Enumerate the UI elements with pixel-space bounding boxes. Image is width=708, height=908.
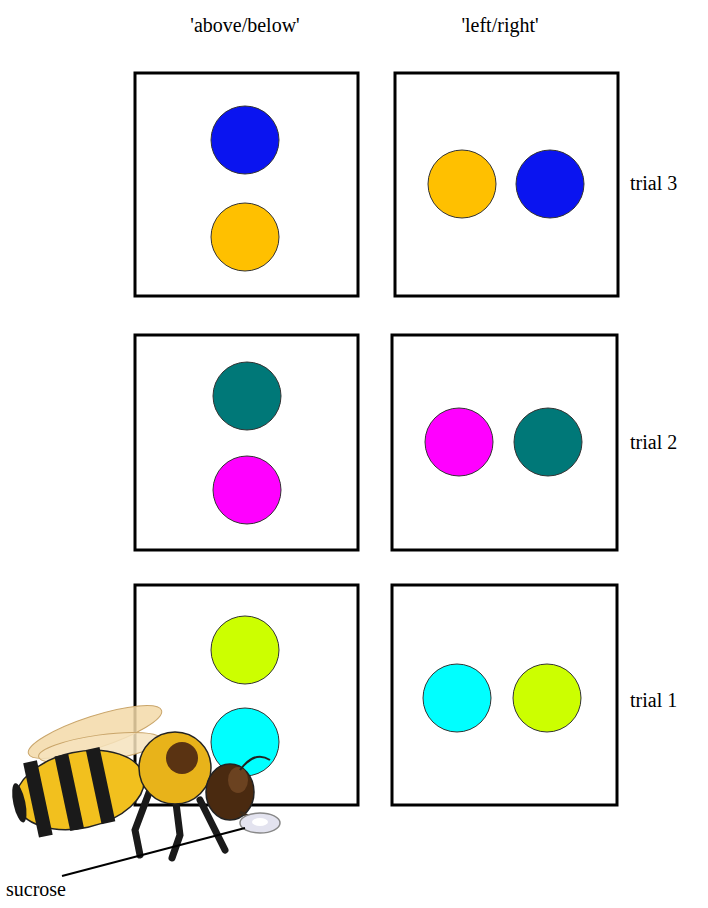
lime-disc	[211, 616, 279, 684]
sucrose-drop	[252, 818, 268, 826]
stimulus-box	[135, 73, 358, 296]
trial-label: trial 3	[630, 172, 677, 194]
stimulus-box	[395, 73, 618, 296]
column-heading: 'left/right'	[461, 14, 538, 36]
blue-disc	[211, 106, 279, 174]
magenta-disc	[213, 456, 281, 524]
leader-line	[62, 828, 245, 876]
column-heading: 'above/below'	[190, 14, 299, 36]
blue-disc	[516, 150, 584, 218]
bee-figure	[6, 695, 270, 858]
orange-disc	[428, 150, 496, 218]
callout-label: sucrose	[6, 878, 66, 900]
magenta-disc	[425, 408, 493, 476]
teal-disc	[514, 408, 582, 476]
sucrose-dish	[240, 813, 280, 833]
trial-label: trial 1	[630, 689, 677, 711]
orange-disc	[211, 203, 279, 271]
stimulus-box	[135, 335, 358, 550]
stimulus-box	[392, 585, 617, 805]
trial-label: trial 2	[630, 431, 677, 453]
stimulus-box	[392, 335, 617, 550]
lime-disc	[513, 664, 581, 732]
cyan-disc	[423, 664, 491, 732]
teal-disc	[213, 362, 281, 430]
